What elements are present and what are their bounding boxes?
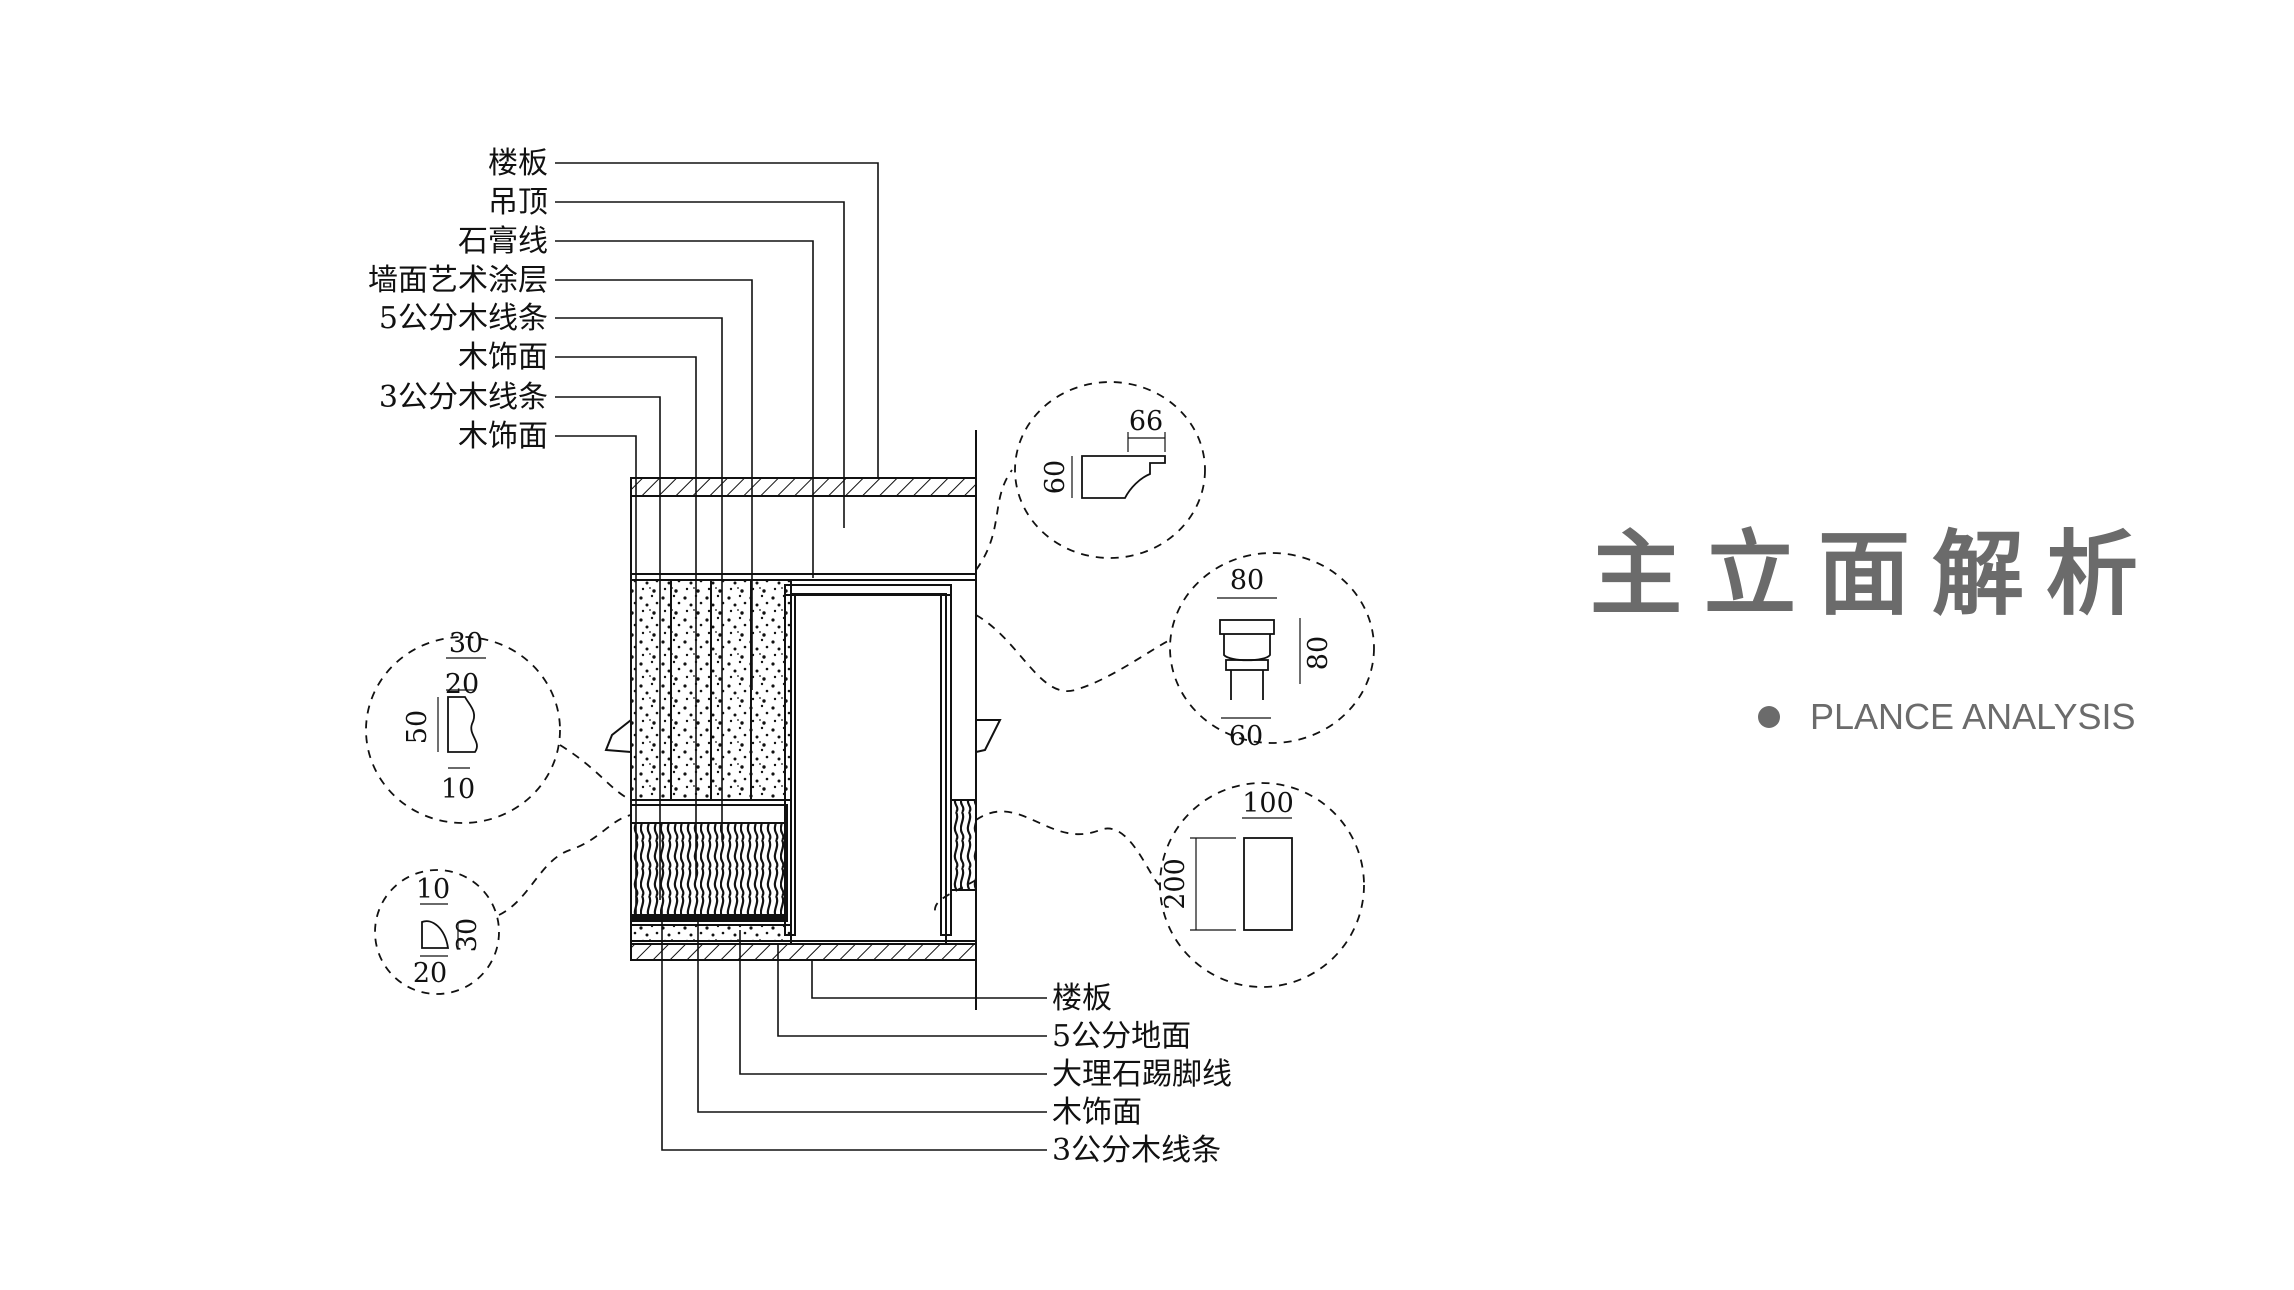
dim-small-bottom: 20 [413,958,447,989]
wood-veneer-panel [630,822,788,916]
slab-bottom [630,943,977,961]
label-5cm-wood-strip: 5公分木线条 [379,301,548,336]
label-wood-veneer: 木饰面 [458,340,548,375]
dim-baseboard-width: 100 [1242,788,1294,819]
bottom-label-group: 楼板 5公分地面 大理石踢脚线 木饰面 3公分木线条 [1052,981,1232,1168]
detail-wall-molding [437,657,486,769]
top-label-group: 楼板 吊顶 石膏线 墙面艺术涂层 5公分木线条 木饰面 3公分木线条 木饰面 [368,146,548,454]
floor-layer [630,924,792,942]
detail-baseboard [1190,817,1293,931]
page-subtitle: PLANCE ANALYSIS [1810,696,2136,737]
detail-small-molding [420,903,459,957]
door-opening [790,593,947,945]
page-title: 主立面解析 [1590,521,2161,628]
label-3cm-wood-strip-bottom: 3公分木线条 [1052,1133,1221,1168]
detail-pilaster-capital [1217,597,1301,719]
dim-capital-bottom: 60 [1229,721,1263,752]
dim-crown-width: 66 [1129,406,1163,437]
dim-small-height: 30 [452,918,483,952]
bullet-dot-icon [1758,706,1780,728]
label-slab: 楼板 [488,146,548,181]
dim-molding-height: 50 [402,710,433,744]
dim-molding-inner: 20 [445,669,479,700]
label-wood-veneer-2: 木饰面 [458,419,548,454]
label-3cm-wood-strip: 3公分木线条 [379,380,548,415]
top-leaders [555,162,879,920]
section-main [604,430,1002,1010]
subtitle-row: PLANCE ANALYSIS [1758,696,2135,738]
label-ceiling: 吊顶 [488,185,548,220]
dim-capital-height: 80 [1303,636,1334,670]
label-wood-veneer-bottom: 木饰面 [1052,1095,1142,1130]
dim-small-top: 10 [416,874,450,905]
bottom-leaders [661,905,1047,1151]
dim-molding-top: 30 [449,628,483,659]
dim-crown-height: 60 [1040,460,1071,494]
slab-top [630,477,977,497]
label-5cm-floor: 5公分地面 [1052,1019,1191,1054]
dim-molding-bottom: 10 [441,774,475,805]
dim-capital-top: 80 [1230,565,1264,596]
detail-crown-molding [1071,432,1166,499]
wood-veneer-band [630,804,788,824]
label-wall-coating: 墙面艺术涂层 [368,263,548,298]
label-slab-bottom: 楼板 [1052,981,1112,1016]
detail-callouts [365,381,1375,995]
label-marble-skirting: 大理石踢脚线 [1052,1057,1232,1092]
dim-baseboard-height: 200 [1160,858,1191,910]
label-plaster-line: 石膏线 [458,224,548,259]
